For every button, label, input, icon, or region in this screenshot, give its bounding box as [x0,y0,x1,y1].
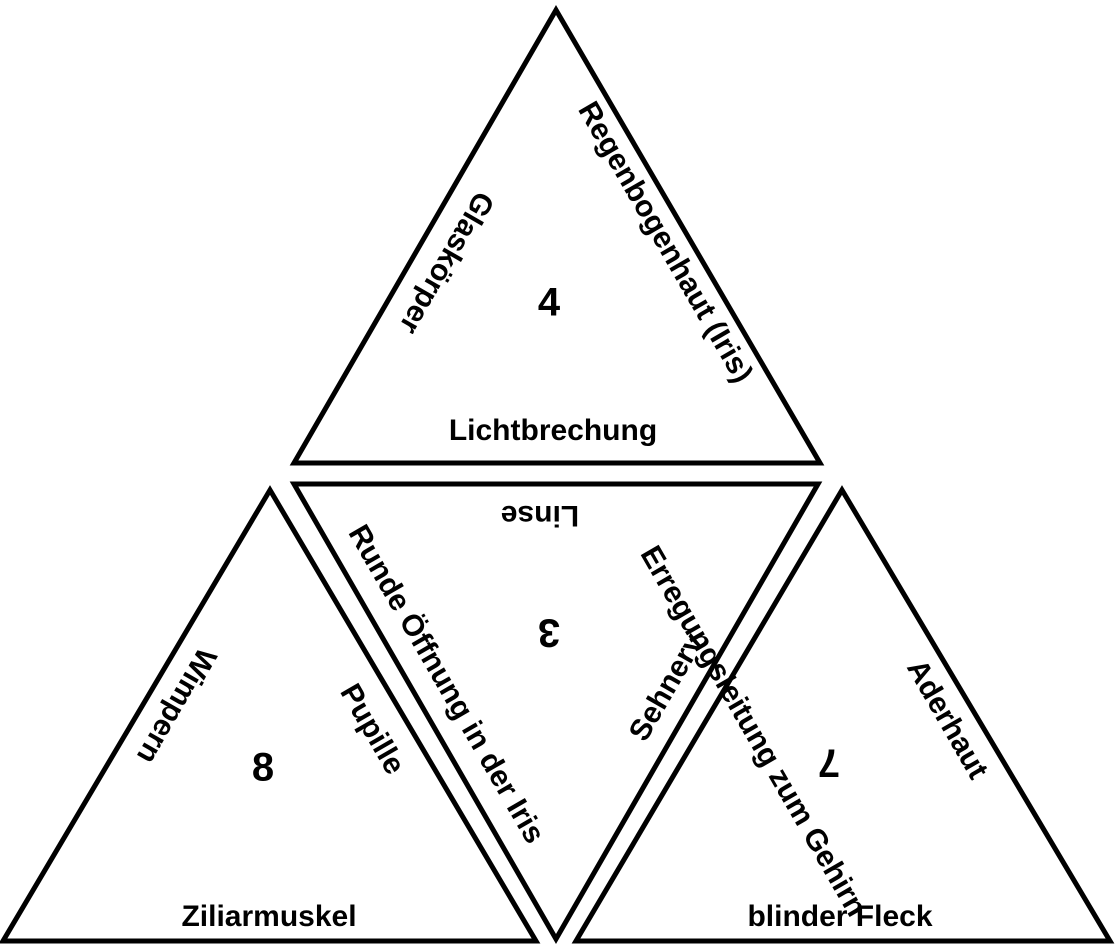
triangle-top-bottom-label: Lichtbrechung [449,414,657,447]
triangle-top: 4 Lichtbrechung Glaskörper Regenbogenhau… [289,5,825,466]
triangle-left-bottom-label: Ziliarmuskel [181,900,356,933]
triangle-center-outline [289,481,823,945]
triangle-top-right-label: Regenbogenhaut (Iris) [571,96,759,388]
triangle-right-bottom-label: blinder Fleck [747,900,932,933]
triangle-left-right-label: Pupille [333,678,411,780]
triangle-right-outline [571,485,1115,944]
triangle-center-top-label: Linse [501,499,579,532]
triangle-left-outline [0,485,541,944]
triangle-top-number: 4 [538,281,561,325]
triangle-center-number: 3 [538,610,560,654]
triangle-center-left-label: Runde Öffnung in der Iris [342,519,551,849]
triangle-top-outline [289,5,825,466]
triangle-right-number: 7 [818,740,840,784]
triangle-left-number: 8 [252,746,274,790]
